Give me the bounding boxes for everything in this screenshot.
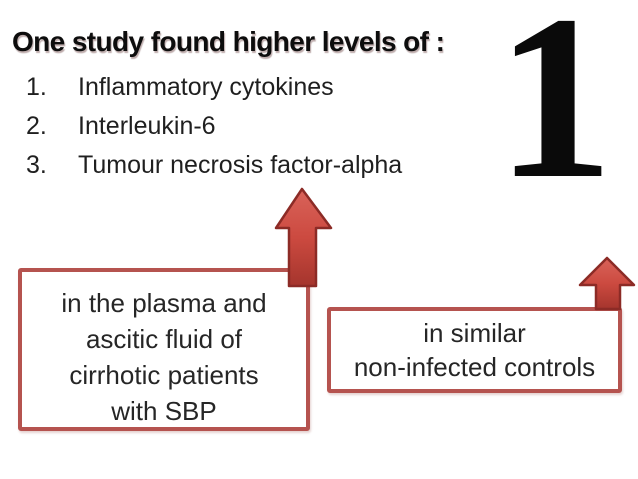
list-item-text: Interleukin-6 <box>78 112 216 140</box>
list-item-text: Tumour necrosis factor-alpha <box>78 151 403 179</box>
list-item: 2. Interleukin-6 <box>26 107 402 146</box>
box-line: ascitic fluid of <box>85 324 243 354</box>
up-arrow-icon <box>578 256 636 311</box>
box-line: cirrhotic patients <box>69 360 259 390</box>
sbp-patients-box: in the plasma and ascitic fluid of cirrh… <box>18 268 310 431</box>
up-arrow-icon <box>274 187 333 288</box>
up-arrow-shape <box>274 187 333 288</box>
cytokine-list: 1. Inflammatory cytokines 2. Interleukin-6… <box>26 68 402 185</box>
box-line: with SBP <box>111 396 217 426</box>
list-item: 3. Tumour necrosis factor-alpha <box>26 146 402 185</box>
box-line: in the plasma and <box>61 288 267 318</box>
list-item-number: 3. <box>26 151 47 179</box>
list-item-number: 2. <box>26 112 47 140</box>
list-item-number: 1. <box>26 73 47 101</box>
list-item-text: Inflammatory cytokines <box>78 73 334 101</box>
controls-box: in similar non-infected controls <box>327 307 622 393</box>
list-item: 1. Inflammatory cytokines <box>26 68 402 107</box>
box-line: non-infected controls <box>353 352 596 382</box>
slide-title: One study found higher levels of : <box>12 26 445 57</box>
up-arrow-shape <box>578 256 636 311</box>
slide-number: 1 <box>496 0 614 227</box>
box-line: in similar <box>423 318 526 348</box>
